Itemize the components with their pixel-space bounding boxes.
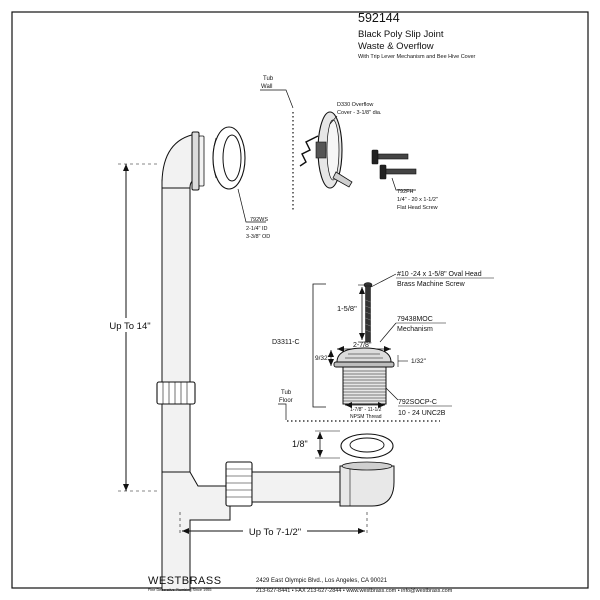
d3311-bracket <box>312 283 326 408</box>
dim-9-32-label: 9/32" <box>315 355 331 362</box>
overflow-cover-face <box>326 119 340 181</box>
tub-wall-label-1: Tub <box>263 76 274 82</box>
gasket-edge <box>212 137 217 179</box>
socp-label-1: 792SOCP-C <box>398 399 437 406</box>
title-line-2: Waste & Overflow <box>358 41 434 52</box>
drain-flange <box>333 361 395 368</box>
gasket-washer-hole <box>222 134 242 182</box>
slip-nut-ribs <box>162 382 188 404</box>
tub-floor-leader <box>278 403 287 420</box>
washer-label-1: 792WS <box>250 217 268 223</box>
footer-address: 2429 East Olympic Blvd., Los Angeles, CA… <box>256 578 388 584</box>
socp-leader <box>385 387 399 401</box>
brand-name: WESTBRASS <box>148 575 222 587</box>
washer-label-2: 2-1/4" ID <box>246 226 268 232</box>
overflow-flange <box>191 131 200 191</box>
tee-slip-nut <box>225 461 253 507</box>
height-label-bg <box>105 318 157 332</box>
washer-label-3: 3-3/8" OD <box>246 234 270 240</box>
shoe-gasket-hole <box>349 437 385 453</box>
npsm-label-2: NPSM Thread <box>350 414 382 420</box>
socp-label-2: 10 - 24 UNC2B <box>398 410 446 417</box>
oval-screw-threads <box>365 299 371 333</box>
flat-screw-label-2: 1/4" - 20 x 1-1/2" <box>397 197 438 203</box>
d3311-label: D3311-C <box>272 339 300 346</box>
oval-screw-shank <box>365 285 371 343</box>
horizontal-drain-pipe <box>251 471 351 503</box>
mechanism-leader <box>379 322 397 343</box>
dim-1-5-8-label: 1-5/8" <box>337 304 357 313</box>
overflow-cover-label-2: Cover - 3-1/8" dia. <box>337 110 382 116</box>
overflow-cover-label-1: D330 Overflow <box>337 102 373 108</box>
page-border <box>11 11 589 589</box>
oval-screw-label-1: #10 -24 x 1-5/8" Oval Head <box>397 271 482 278</box>
dim-1-32-label: 1/32" <box>411 358 427 365</box>
dim-1-8-label: 1/8" <box>292 439 308 449</box>
tee-nut-ribs <box>226 468 252 498</box>
overflow-elbow <box>161 133 197 189</box>
tub-wall-leader <box>260 89 294 109</box>
tub-floor-label-2: Floor <box>279 398 293 404</box>
lower-overflow-pipe <box>161 403 191 473</box>
height-label: Up To 14" <box>109 321 150 332</box>
flat-head-screws <box>371 149 417 180</box>
title-line-1: Black Poly Slip Joint <box>358 29 444 40</box>
washer-leader <box>237 188 266 223</box>
overflow-pipe <box>161 179 191 389</box>
flat-screw-leader <box>391 177 416 191</box>
mechanism-label-2: Mechanism <box>397 326 433 333</box>
trip-lever-linkage <box>299 135 319 167</box>
footer-contact: 213-627-8441 • FAX 213-627-2844 • www.we… <box>256 588 453 594</box>
overflow-cover-leader <box>329 115 338 125</box>
oval-screw-label-2: Brass Machine Screw <box>397 281 466 288</box>
tub-floor-label-1: Tub <box>281 390 292 396</box>
beehive-slots <box>345 353 383 359</box>
part-number: 592144 <box>358 11 400 25</box>
drain-shoe-opening <box>341 461 393 471</box>
tub-wall-label-2: Wall <box>261 84 272 90</box>
beehive-cover <box>336 347 392 363</box>
overflow-flange-rim <box>198 135 205 187</box>
drain-shoe <box>339 465 395 507</box>
oval-screw-leader <box>370 273 397 288</box>
length-label: Up To 7-1/2" <box>249 527 301 538</box>
length-label-bg <box>243 524 307 538</box>
waste-tee <box>161 471 231 591</box>
dim-2-7-8-label: 2-7/8" <box>353 342 372 349</box>
brand-tagline: Fine Decorative Plumbing Since 1955 <box>148 588 212 592</box>
subtitle: With Trip Lever Mechanism and Bee Hive C… <box>358 54 476 60</box>
trip-lever-block <box>315 141 327 159</box>
drain-body <box>342 366 387 405</box>
npsm-label-1: 1-7/8" - 11-1/2 <box>350 407 382 413</box>
drain-body-threads <box>343 370 386 402</box>
trip-lever-handle <box>332 171 353 188</box>
flat-screw-label-3: Flat Head Screw <box>397 205 438 211</box>
flat-screw-label-1: 792FH <box>397 189 414 195</box>
mechanism-label-1: 79438MOC <box>397 316 433 323</box>
